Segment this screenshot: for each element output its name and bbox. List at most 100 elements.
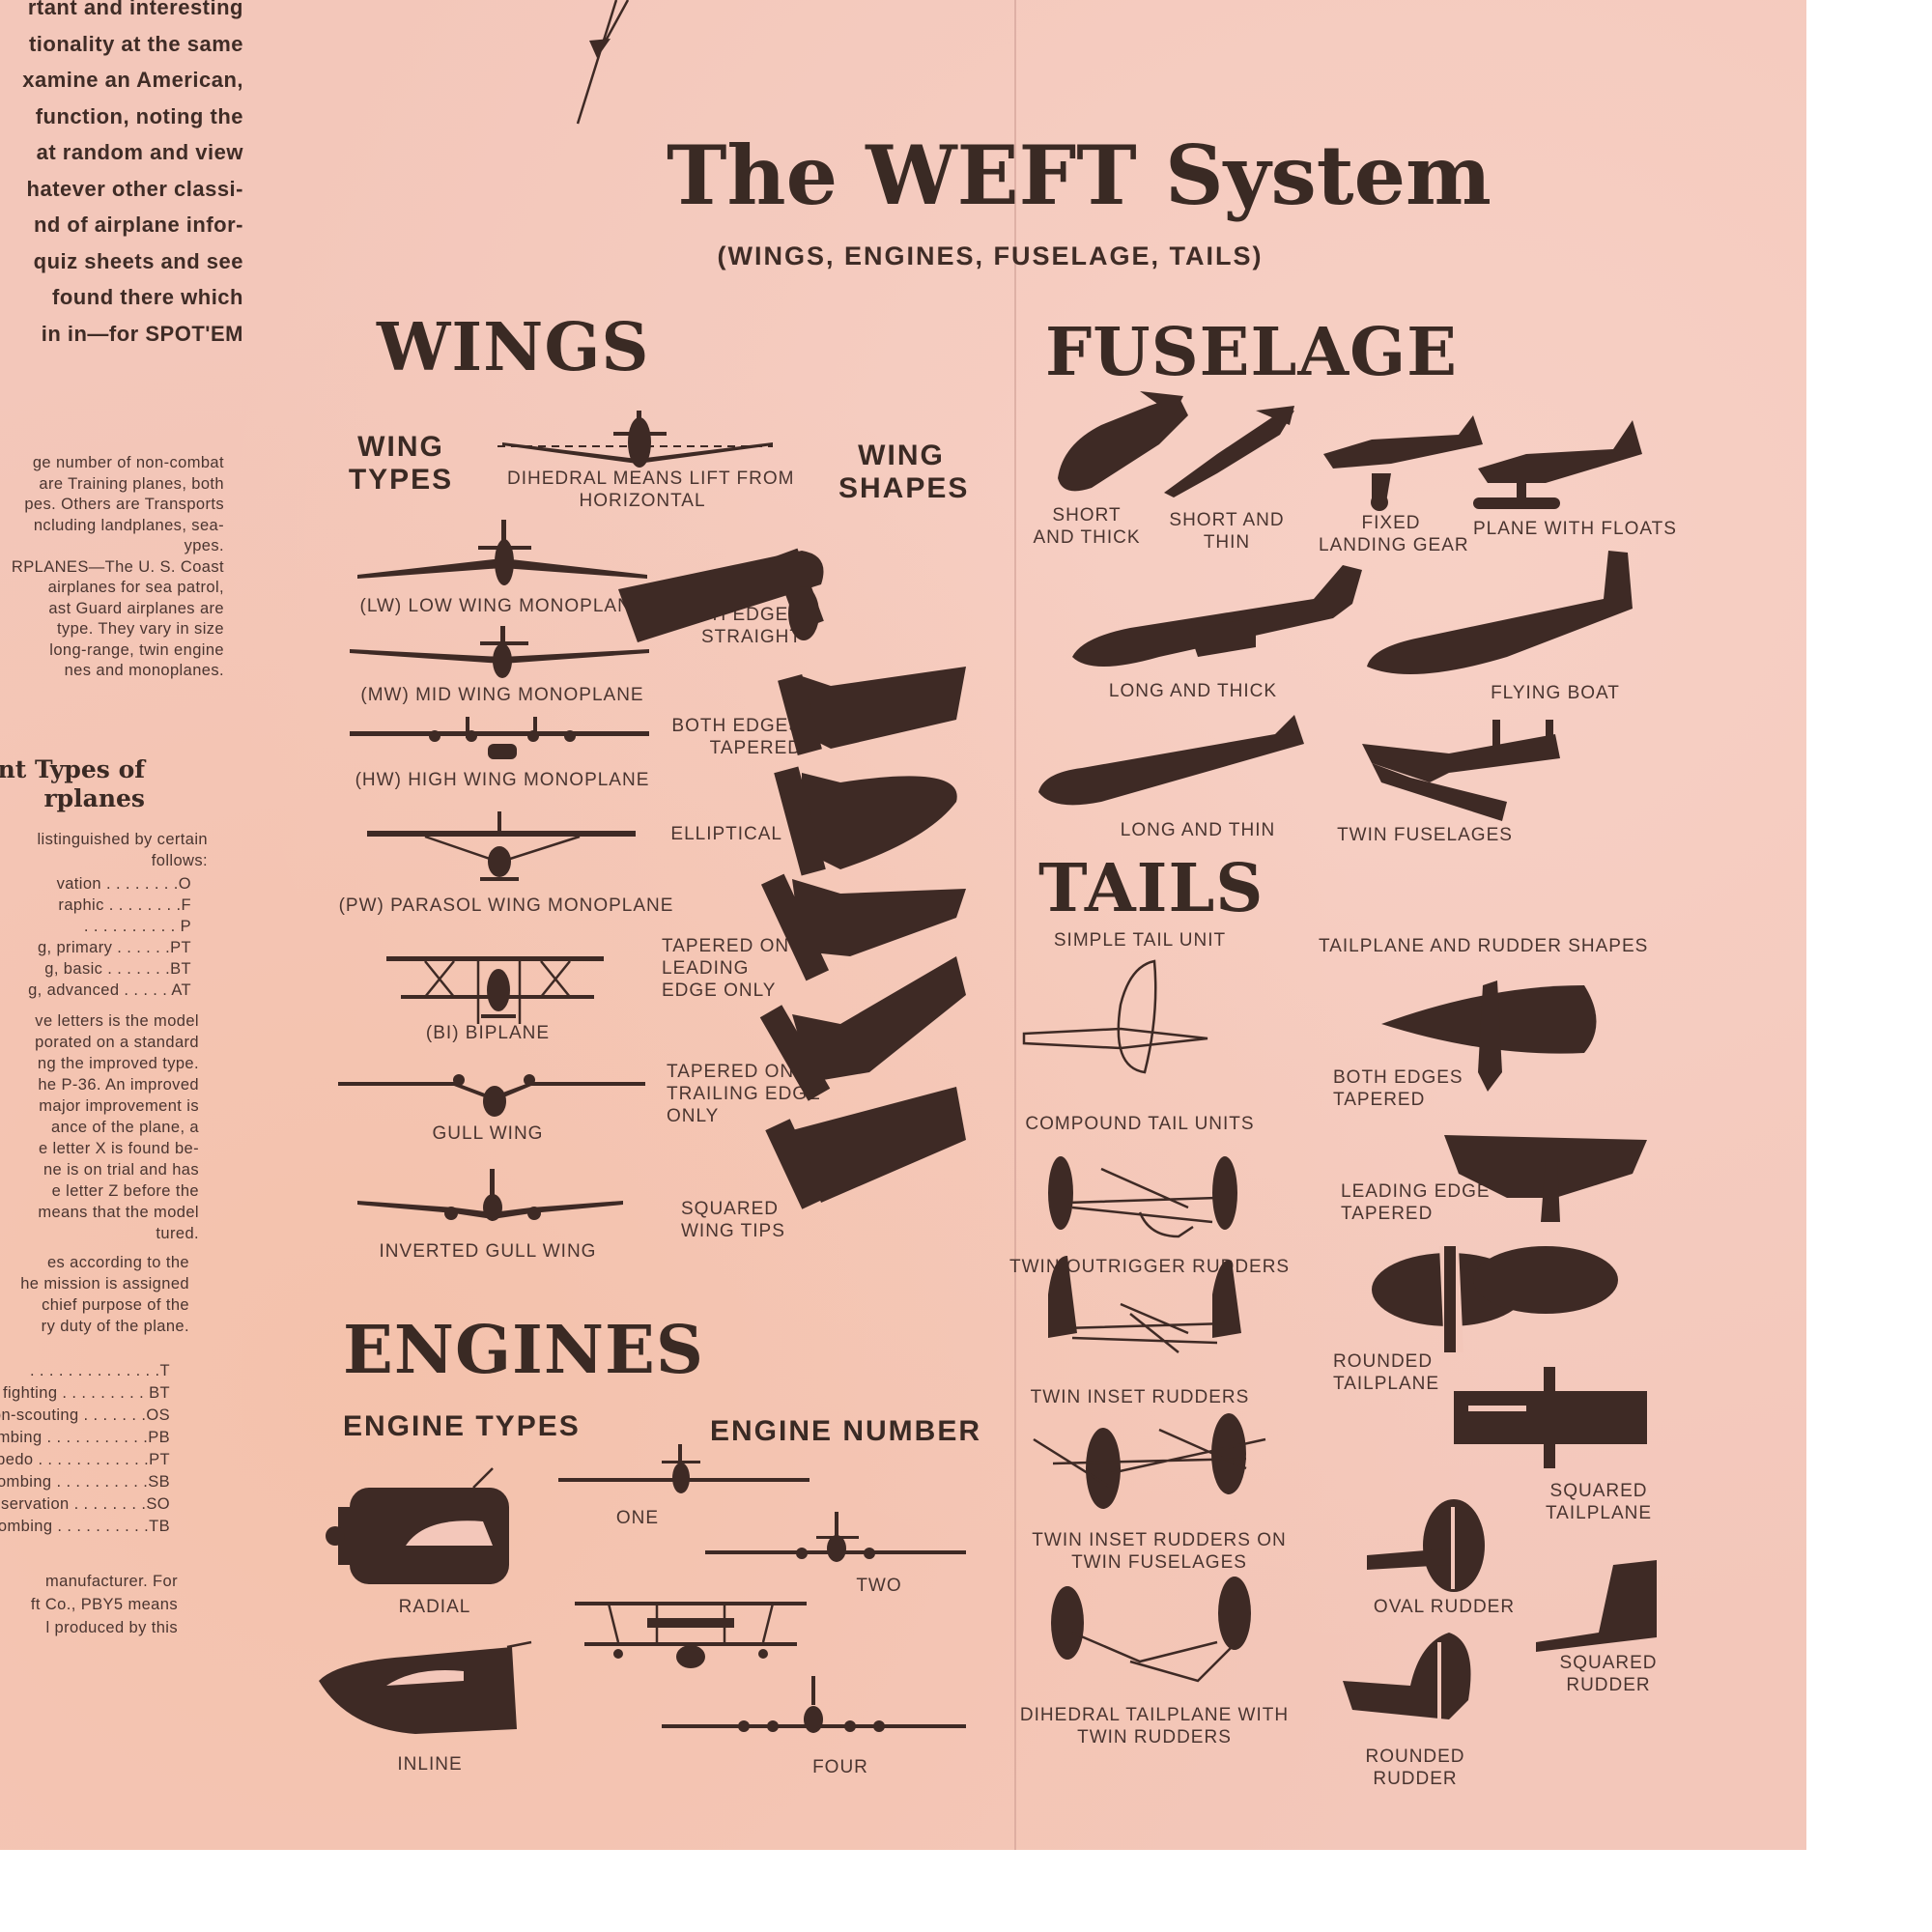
- tails-heading: TAILS: [1038, 850, 1264, 927]
- low-wing-plane-illustration: [357, 520, 647, 585]
- wing-type-caption: (MW) MID WING MONOPLANE: [360, 685, 644, 705]
- designation-row: g, advanced . . . . . AT: [28, 981, 191, 1000]
- wing-type-caption: (BI) BIPLANE: [425, 1023, 551, 1043]
- engine-number-heading: ENGINE NUMBER: [710, 1415, 982, 1447]
- wing-shape-straight-illustration: [618, 548, 824, 642]
- left-text-line: ve letters is the model: [35, 1012, 199, 1030]
- left-text-line: he P-36. An improved: [38, 1076, 199, 1094]
- wing-type-caption: INVERTED GULL WING: [379, 1241, 597, 1262]
- leader-dots: . . . . . . . . . . . . . .: [29, 1362, 160, 1379]
- dihedral-caption: DIHEDRAL MEANS LIFT FROM HORIZONTAL: [507, 469, 795, 511]
- engine-number-caption: ONE: [615, 1508, 660, 1528]
- mission-code: OS: [146, 1406, 170, 1424]
- designation-row: vation . . . . . . . .O: [57, 875, 191, 894]
- mission-code: SB: [148, 1473, 170, 1491]
- designation-code: BT: [170, 960, 191, 978]
- intro-line: quiz sheets and see: [33, 248, 243, 273]
- leader-dots: . . . . . . . . . . . .: [33, 1451, 150, 1468]
- tail-shape-caption: ROUNDED TAILPLANE: [1333, 1351, 1440, 1394]
- mission-label: pedo: [0, 1451, 34, 1468]
- leader-dots: . . . . . . . . . .: [51, 1473, 149, 1491]
- designation-row: raphic . . . . . . . .F: [58, 896, 191, 915]
- four-engine-biplane-illustration: [575, 1602, 807, 1668]
- fuselage-flying-boat-illustration: [1367, 551, 1633, 674]
- engine-number-caption: FOUR: [812, 1757, 868, 1777]
- simple-tail-caption: SIMPLE TAIL UNIT: [1053, 930, 1227, 951]
- intro-line: in in—for SPOT'EM: [41, 321, 243, 346]
- leader-dots: . . . . . . . . . .: [52, 1518, 150, 1535]
- leader-dots: . . . . . . . .: [69, 1495, 147, 1513]
- tail-shape-caption: LEADING EDGE TAPERED: [1341, 1181, 1491, 1224]
- designation-code: P: [180, 918, 191, 935]
- mission-row: bservation . . . . . . . .SO: [0, 1495, 170, 1514]
- tail-unit-caption: TWIN INSET RUDDERS: [1030, 1387, 1250, 1407]
- wing-type-caption: (HW) HIGH WING MONOPLANE: [355, 770, 650, 790]
- two-engine-plane-illustration: [705, 1512, 966, 1562]
- mission-code: PT: [149, 1451, 170, 1468]
- left-text-line: ng the improved type.: [37, 1055, 199, 1072]
- radial-engine-illustration: [326, 1467, 509, 1584]
- designation-label: g, advanced: [28, 981, 120, 999]
- intro-line: at random and view: [36, 140, 243, 164]
- left-text-line: manufacturer. For: [44, 1573, 178, 1590]
- one-engine-plane-illustration: [558, 1444, 810, 1493]
- wing-shape-caption: TAPERED ON LEADING EDGE ONLY: [662, 936, 790, 1001]
- wing-shape-caption: SQUARED WING TIPS: [681, 1199, 785, 1241]
- fuselage-fixed-gear-illustration: [1323, 415, 1483, 511]
- mission-row: pedo . . . . . . . . . . . .PT: [0, 1451, 170, 1469]
- fuselage-long-thin-illustration: [1038, 715, 1304, 806]
- intro-line: tionality at the same: [28, 31, 243, 56]
- tail-shape-caption: SQUARED RUDDER: [1559, 1653, 1658, 1695]
- tail-unit-caption: TWIN INSET RUDDERS ON TWIN FUSELAGES: [1032, 1530, 1287, 1573]
- intro-line: found there which: [52, 285, 243, 309]
- left-text-line: long-range, twin engine: [49, 640, 224, 659]
- left-text-line: ncluding landplanes, sea-: [33, 516, 224, 534]
- mission-row: oombing . . . . . . . . . .SB: [0, 1473, 170, 1492]
- left-text-line: es according to the: [46, 1254, 189, 1271]
- wing-types-heading: WING TYPES: [348, 431, 454, 496]
- tail-shape-caption: SQUARED TAILPLANE: [1545, 1481, 1653, 1523]
- wing-shape-caption: ELLIPTICAL: [670, 824, 782, 844]
- mission-code: T: [159, 1362, 170, 1379]
- engines-heading: ENGINES: [343, 1312, 704, 1389]
- twin-inset-rudders-twin-fuselage-illustration: [1033, 1413, 1266, 1509]
- tailplane-leading-edge-tapered-illustration: [1444, 1135, 1647, 1222]
- left-text-line: nes and monoplanes.: [64, 662, 224, 679]
- leader-dots: . . . . . . . . . .: [83, 918, 181, 935]
- left-text-line: follows:: [151, 852, 208, 869]
- left-text-line: ne is on trial and has: [43, 1161, 199, 1179]
- fuselage-caption: SHORT AND THIN: [1169, 510, 1285, 553]
- fuselage-short-thick-illustration: [1058, 391, 1188, 492]
- designation-code: O: [178, 875, 191, 893]
- designation-label: g, basic: [44, 960, 103, 978]
- mission-row: oombing . . . . . . . . . .TB: [0, 1518, 170, 1536]
- twin-inset-rudders-illustration: [1048, 1256, 1241, 1353]
- designation-code: AT: [171, 981, 191, 999]
- left-text-line: major improvement is: [39, 1097, 199, 1115]
- simple-tail-illustration: [1022, 959, 1208, 1074]
- rounded-tailplane-illustration: [1372, 1246, 1618, 1352]
- designation-label: g, primary: [37, 939, 113, 956]
- fuselage-caption: LONG AND THIN: [1120, 820, 1276, 840]
- intro-line: hatever other classi-: [26, 176, 243, 201]
- tail-shape-caption: OVAL RUDDER: [1373, 1597, 1516, 1617]
- fuselage-heading: FUSELAGE: [1045, 314, 1458, 391]
- left-text-line: ry duty of the plane.: [41, 1318, 189, 1335]
- left-text-line: tured.: [156, 1225, 199, 1242]
- left-heading-line: rplanes: [43, 784, 145, 812]
- leader-dots: . . . . . . .: [102, 960, 171, 978]
- mission-code: TB: [149, 1518, 170, 1535]
- squared-tailplane-illustration: [1454, 1367, 1647, 1468]
- leader-dots: . . . . . . . . . . .: [42, 1429, 149, 1446]
- mid-wing-plane-illustration: [350, 626, 649, 678]
- engine-number-caption: TWO: [856, 1576, 902, 1596]
- designation-row: g, primary . . . . . .PT: [38, 939, 191, 957]
- dihedral-plane-illustration: [497, 411, 773, 468]
- mission-code: PB: [148, 1429, 170, 1446]
- intro-line: xamine an American,: [22, 68, 243, 92]
- engine-type-caption: RADIAL: [398, 1597, 471, 1617]
- left-text-line: chief purpose of the: [42, 1296, 189, 1314]
- compound-tail-caption: COMPOUND TAIL UNITS: [1025, 1114, 1255, 1134]
